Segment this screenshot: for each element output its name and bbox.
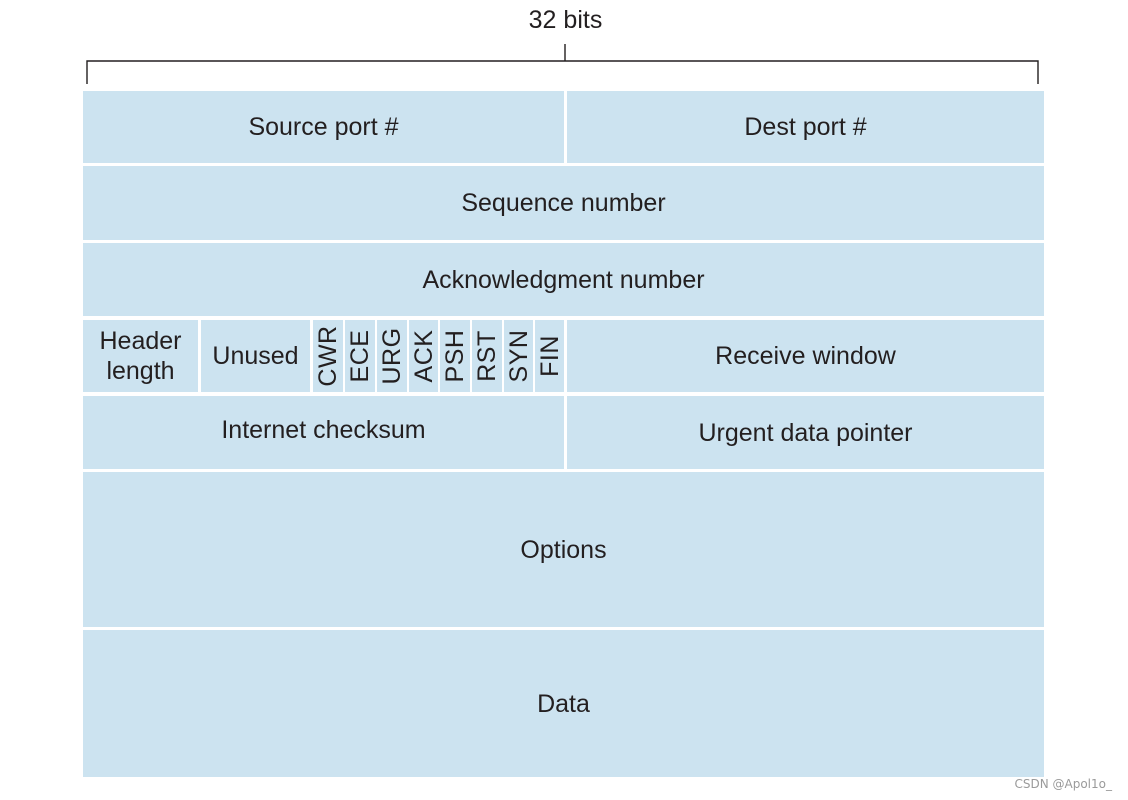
acknowledgment-number-label: Acknowledgment number bbox=[422, 265, 705, 294]
receive-window-label: Receive window bbox=[715, 342, 896, 370]
flag-ece: ECE bbox=[345, 320, 375, 392]
flag-ack-label: ACK bbox=[409, 329, 438, 383]
flag-fin: FIN bbox=[535, 320, 564, 392]
receive-window-field: Receive window bbox=[567, 320, 1044, 392]
bits-width-label: 32 bits bbox=[528, 6, 603, 34]
flag-rst-label: RST bbox=[473, 330, 501, 382]
flag-urg-label: URG bbox=[378, 327, 406, 385]
data-label: Data bbox=[537, 689, 590, 718]
width-bracket bbox=[86, 44, 1039, 84]
header-length-field: Header length bbox=[83, 320, 198, 392]
sequence-number-label: Sequence number bbox=[461, 189, 666, 217]
flag-ack: ACK bbox=[409, 320, 438, 392]
flag-cwr: CWR bbox=[313, 320, 343, 392]
flag-rst: RST bbox=[472, 320, 502, 392]
flag-ece-label: ECE bbox=[346, 329, 374, 383]
data-field: Data bbox=[83, 630, 1044, 777]
flag-syn-label: SYN bbox=[504, 329, 533, 383]
flag-psh: PSH bbox=[440, 320, 470, 392]
dest-port-field: Dest port # bbox=[567, 91, 1044, 163]
flag-cwr-label: CWR bbox=[314, 325, 342, 387]
acknowledgment-number-field: Acknowledgment number bbox=[83, 243, 1044, 316]
source-port-label: Source port # bbox=[248, 113, 399, 141]
urgent-data-pointer-field: Urgent data pointer bbox=[567, 396, 1044, 469]
internet-checksum-field: Internet checksum bbox=[83, 396, 564, 469]
flag-syn: SYN bbox=[504, 320, 533, 392]
watermark: CSDN @Apol1o_ bbox=[1014, 777, 1112, 791]
flag-urg: URG bbox=[377, 320, 407, 392]
source-port-field: Source port # bbox=[83, 91, 564, 163]
header-length-label-line1: Header bbox=[99, 327, 182, 355]
internet-checksum-label: Internet checksum bbox=[221, 415, 426, 444]
options-field: Options bbox=[83, 472, 1044, 627]
sequence-number-field: Sequence number bbox=[83, 166, 1044, 240]
unused-label: Unused bbox=[212, 342, 299, 370]
header-length-label-line2: length bbox=[106, 357, 175, 385]
dest-port-label: Dest port # bbox=[744, 113, 867, 141]
urgent-data-pointer-label: Urgent data pointer bbox=[698, 418, 913, 447]
flag-fin-label: FIN bbox=[535, 335, 564, 377]
options-label: Options bbox=[520, 535, 607, 564]
flag-psh-label: PSH bbox=[441, 329, 469, 383]
unused-field: Unused bbox=[201, 320, 310, 392]
